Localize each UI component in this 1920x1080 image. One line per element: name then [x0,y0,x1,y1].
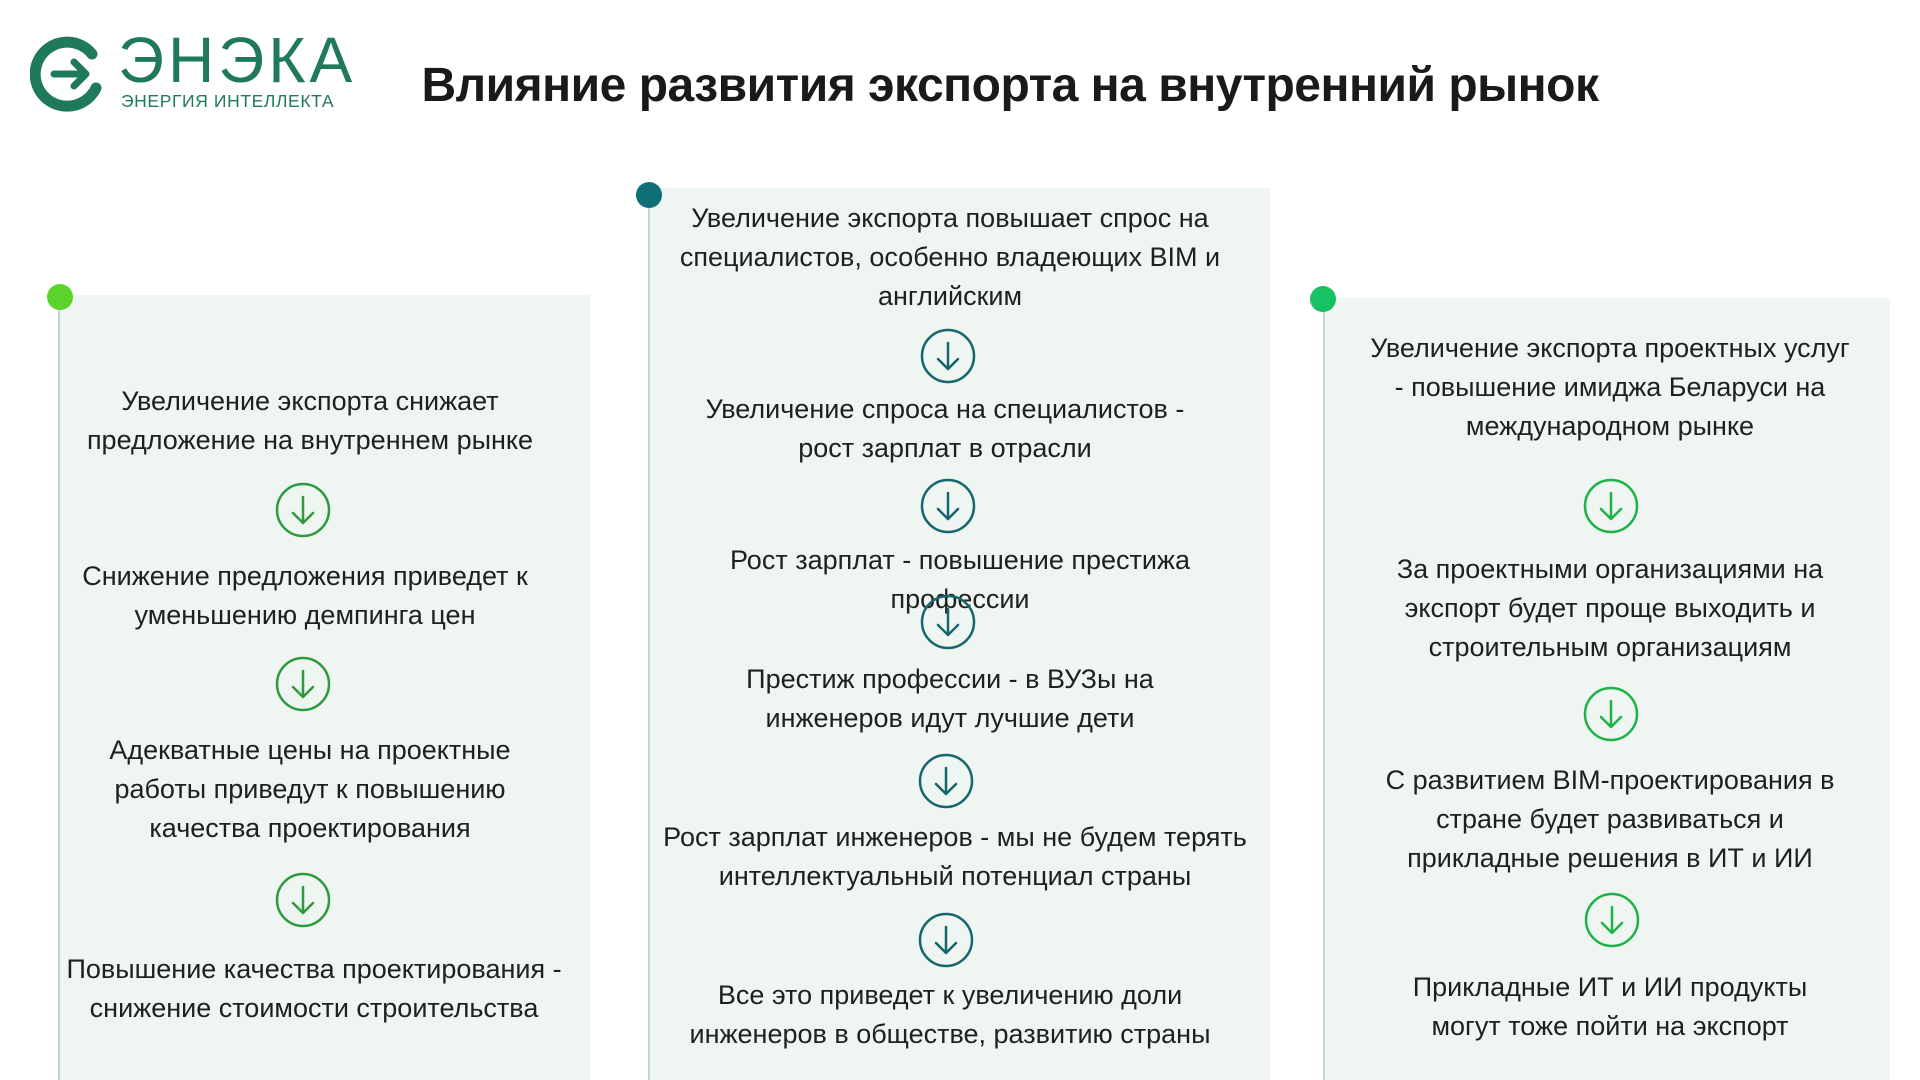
column-3-step-1: Увеличение экспорта проектных услуг - по… [1370,333,1850,441]
column-1-arrow-down-icon [275,872,331,928]
column-3-step-4: Прикладные ИТ и ИИ продукты могут тоже п… [1412,972,1808,1041]
column-2-step-6: Все это приведет к увеличению доли инжен… [689,980,1211,1049]
column-1-step-3: Адекватные цены на проектные работы прив… [109,735,511,843]
column-3-marker [1310,286,1336,312]
column-2-marker [636,182,662,208]
column-2-arrow-down-icon [918,912,974,968]
column-3-arrow-down-icon [1584,892,1640,948]
column-1-arrow-down-icon [275,656,331,712]
column-2-panel [650,188,1270,1080]
column-2-step-1: Увеличение экспорта повышает спрос на сп… [679,203,1221,311]
column-1-arrow-down-icon [275,482,331,538]
column-3-step-3: С развитием BIM-проектирования в стране … [1385,765,1835,873]
column-3-step-2: За проектными организациями на экспорт б… [1396,554,1824,662]
column-2-arrow-down-icon [920,594,976,650]
column-2-step-4: Престиж профессии - в ВУЗы на инженеров … [746,664,1154,733]
column-1-step-2: Снижение предложения приведет к уменьшен… [82,561,528,630]
column-2-step-2: Увеличение спроса на специалистов - рост… [705,394,1185,463]
logo-wordmark: ЭНЭКА [118,24,357,96]
column-3-arrow-down-icon [1583,478,1639,534]
company-logo: ЭНЭКА ЭНЕРГИЯ ИНТЕЛЛЕКТА [30,28,352,114]
column-1-timeline [58,300,60,1080]
column-1-panel [60,295,590,1080]
logo-mark-icon [30,36,102,112]
column-1-step-4: Повышение качества проектирования - сниж… [66,954,562,1023]
column-2-arrow-down-icon [918,753,974,809]
page-title: Влияние развития экспорта на внутренний … [421,59,1599,112]
column-1-marker [47,284,73,310]
column-2-step-3: Рост зарплат - повышение престижа профес… [729,545,1191,614]
column-3-timeline [1323,302,1325,1080]
logo-tagline: ЭНЕРГИЯ ИНТЕЛЛЕКТА [121,91,335,111]
column-2-arrow-down-icon [920,478,976,534]
column-1-step-1: Увеличение экспорта снижает предложение … [86,386,534,455]
column-2-arrow-down-icon [920,328,976,384]
column-2-timeline [648,196,650,1080]
column-2-step-5: Рост зарплат инженеров - мы не будем тер… [663,822,1247,891]
column-3-arrow-down-icon [1583,686,1639,742]
